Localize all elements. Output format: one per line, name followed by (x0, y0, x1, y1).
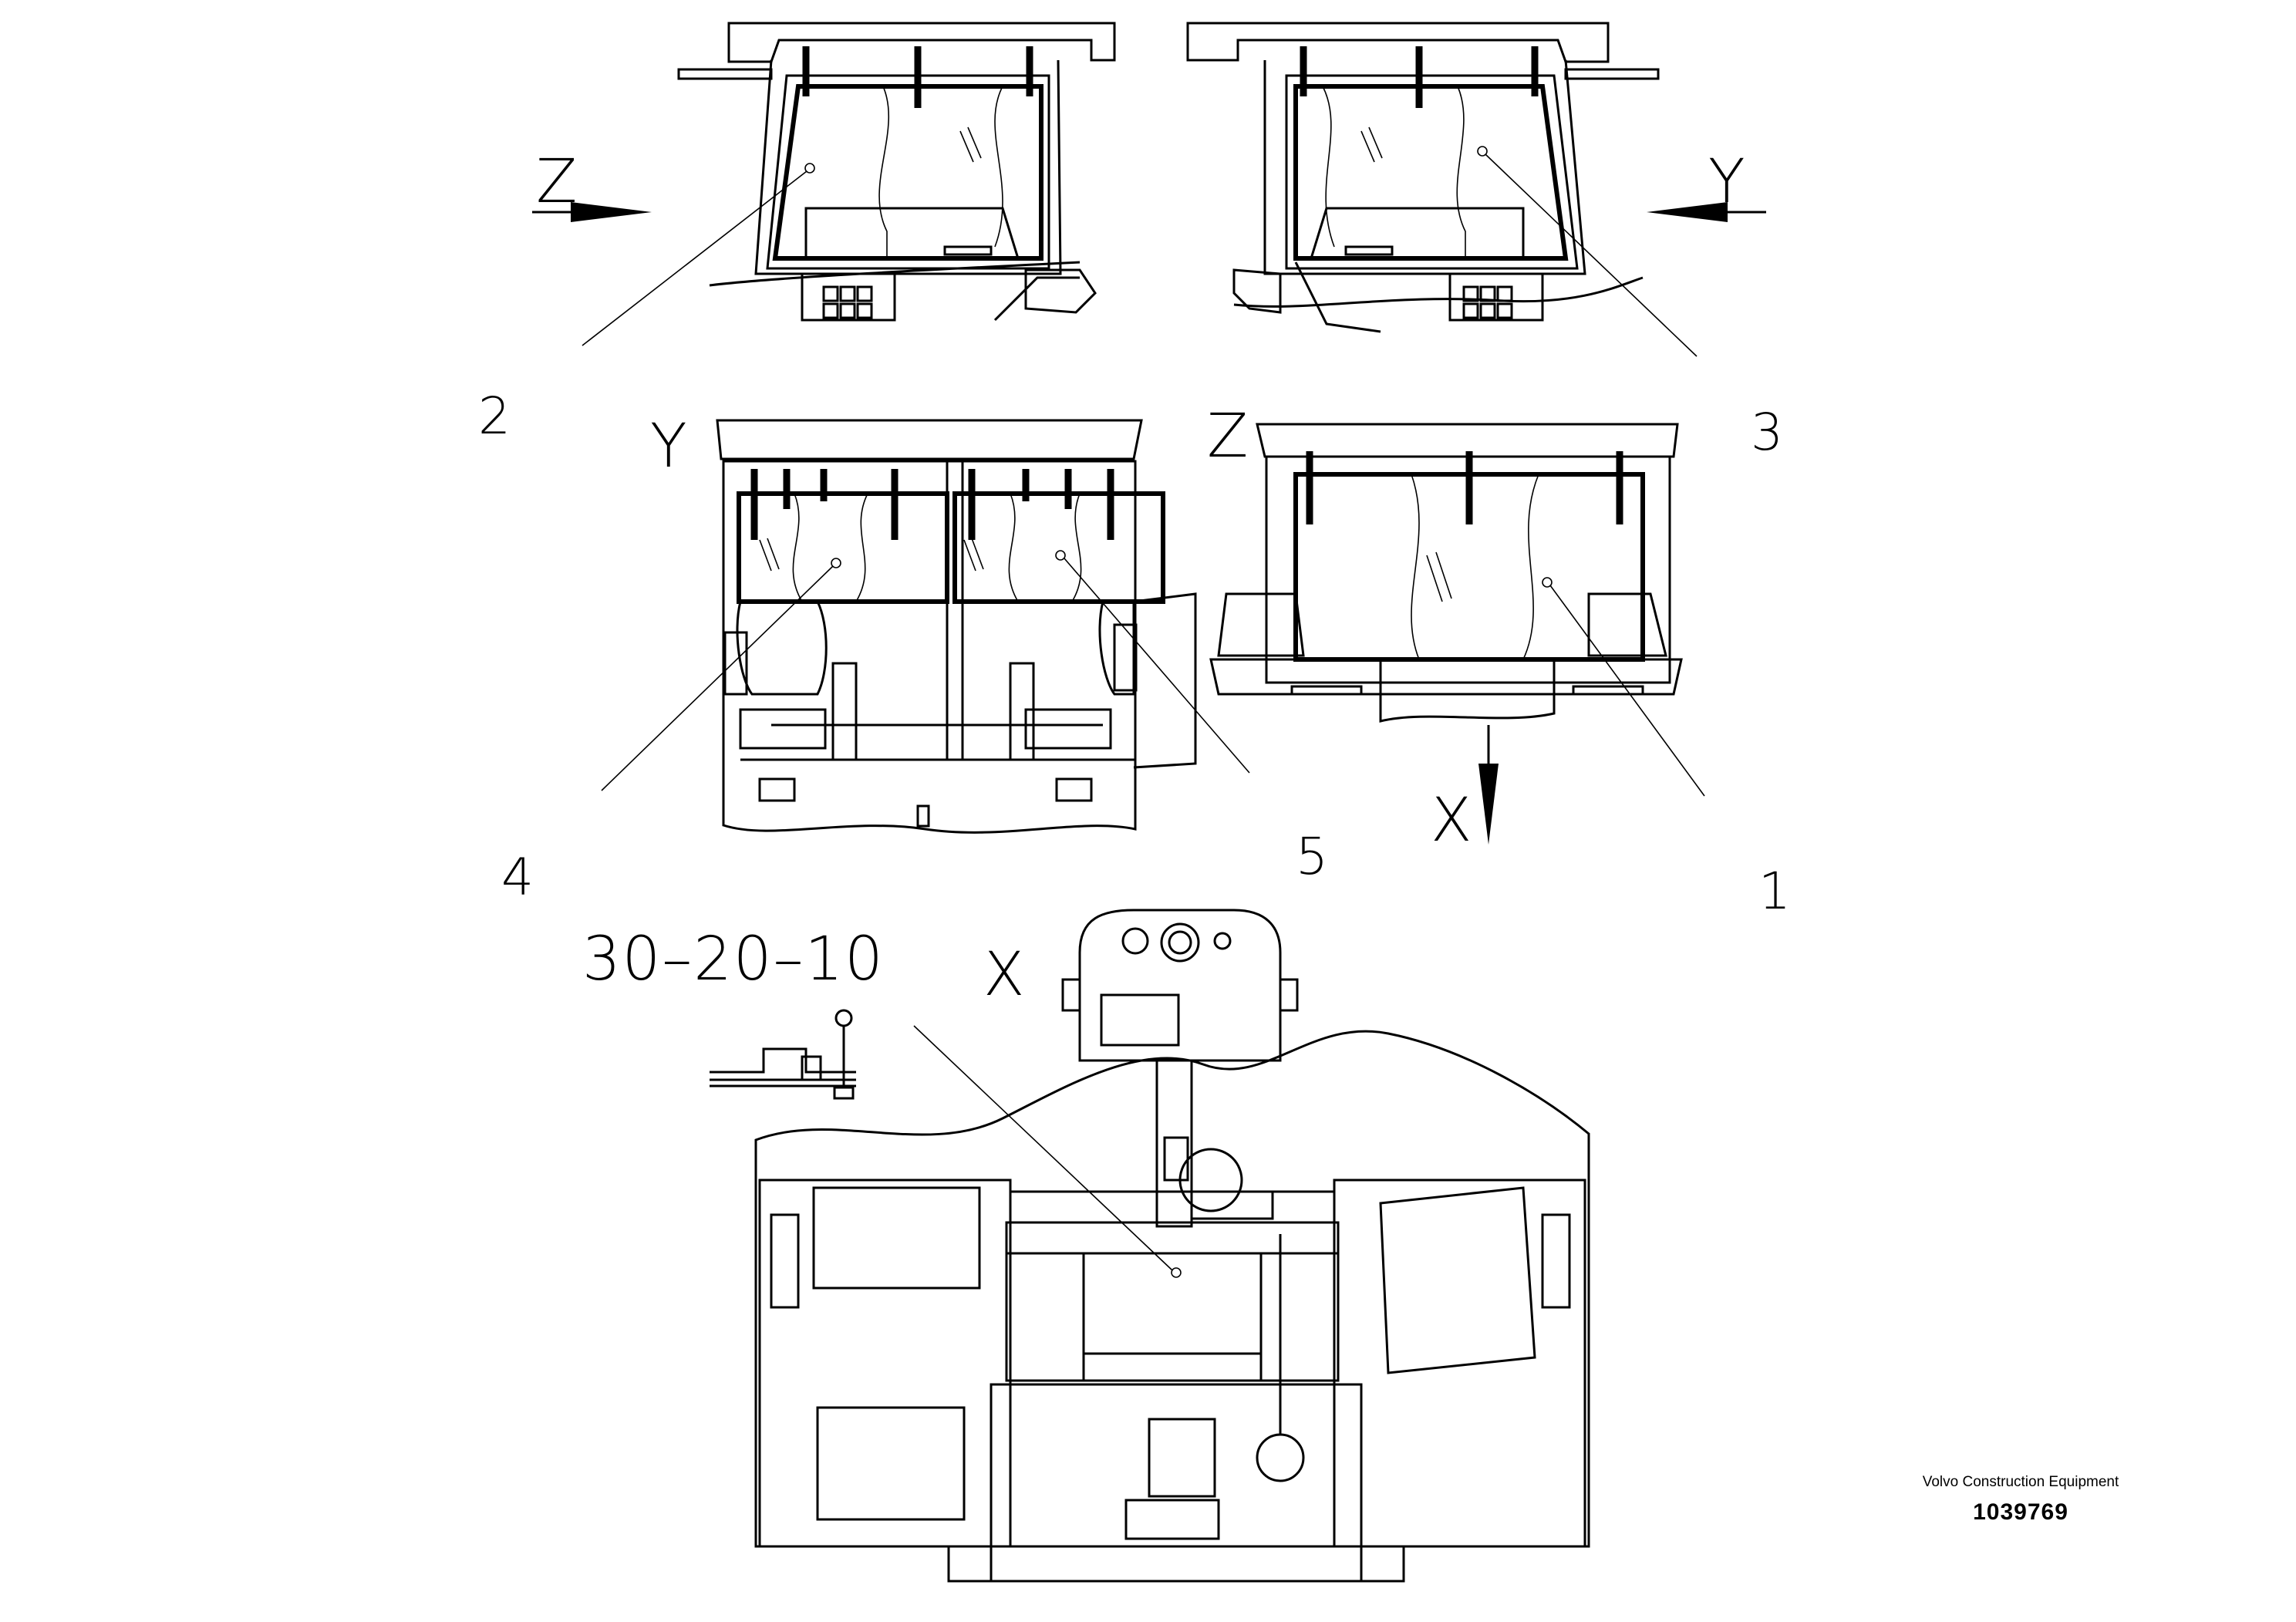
brand-block: Volvo Construction Equipment 1039769 (1905, 1473, 2136, 1526)
reference-code: 30–20–10 (582, 925, 885, 994)
fastener-detail (710, 1009, 856, 1100)
cab-left-side-view (582, 22, 1116, 346)
view-letter-z-top: Z (536, 147, 577, 217)
callout-5: 5 (1296, 827, 1328, 886)
view-letter-z: Z (1207, 402, 1248, 471)
callout-4: 4 (501, 848, 534, 907)
view-letter-y-top: Y (1708, 147, 1745, 217)
drawing-number: 1039769 (1973, 1499, 2068, 1525)
view-x-arrow: X (1431, 725, 1499, 855)
callout-1: 1 (1758, 862, 1791, 921)
view-letter-x-arrow: X (1431, 786, 1472, 855)
company-name: Volvo Construction Equipment (1922, 1474, 2119, 1490)
view-letter-y: Y (650, 412, 687, 481)
view-y-arrow: Y (1647, 147, 1766, 222)
cab-rear-view-y: Y (601, 412, 1250, 834)
cab-front-view-z: Z (1207, 402, 1705, 797)
view-z-arrow: Z (532, 147, 652, 222)
callout-3: 3 (1751, 403, 1783, 462)
callout-2: 2 (478, 386, 511, 446)
cab-top-view-x: X (754, 909, 1590, 1583)
view-letter-x: X (983, 940, 1024, 1010)
cab-right-side-view (1186, 22, 1698, 357)
